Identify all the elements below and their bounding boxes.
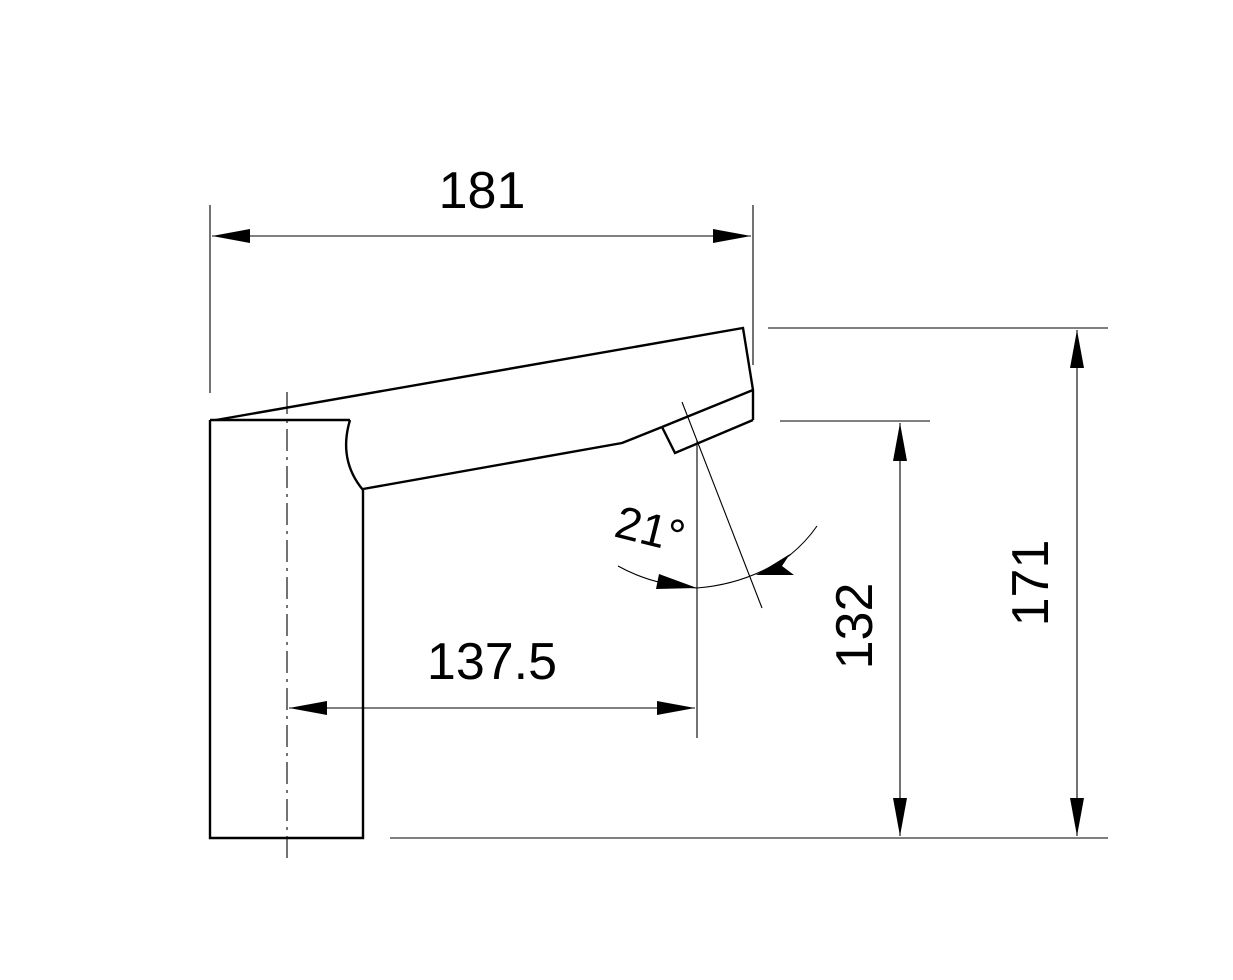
dimension-181: 181 bbox=[212, 162, 751, 243]
dimension-132: 132 bbox=[826, 423, 907, 836]
faucet-outline bbox=[208, 326, 755, 840]
arrowhead-bottom bbox=[1070, 798, 1084, 836]
dim-label-132: 132 bbox=[826, 583, 884, 670]
extension-lines bbox=[209, 205, 1108, 839]
arrowhead-left bbox=[289, 701, 327, 715]
spout-bottom-edge bbox=[362, 425, 663, 491]
dimension-171: 171 bbox=[1002, 330, 1084, 836]
dim-label-171: 171 bbox=[1002, 540, 1060, 627]
angle-label-21: 21° bbox=[610, 495, 690, 562]
arrowhead-top bbox=[1070, 330, 1084, 368]
arrowhead-left bbox=[212, 229, 250, 243]
arrowhead-bottom bbox=[893, 798, 907, 836]
spout-top-edge bbox=[215, 326, 755, 422]
arrowhead-arc-right bbox=[756, 554, 794, 575]
arrowhead-arc-left bbox=[656, 574, 697, 589]
outlet-nozzle bbox=[660, 388, 754, 455]
arrowhead-right bbox=[657, 701, 695, 715]
arrowhead-top bbox=[893, 423, 907, 461]
neck-curve bbox=[344, 419, 364, 491]
dim-label-137-5: 137.5 bbox=[427, 633, 557, 691]
angle-arc bbox=[617, 525, 818, 589]
centerlines bbox=[286, 392, 763, 860]
arrowhead-right bbox=[713, 229, 751, 243]
dim-label-181: 181 bbox=[439, 162, 526, 220]
dimension-137-5: 137.5 bbox=[289, 633, 695, 715]
angle-dimension-21: 21° bbox=[610, 495, 818, 589]
spray-direction-line bbox=[681, 401, 763, 609]
